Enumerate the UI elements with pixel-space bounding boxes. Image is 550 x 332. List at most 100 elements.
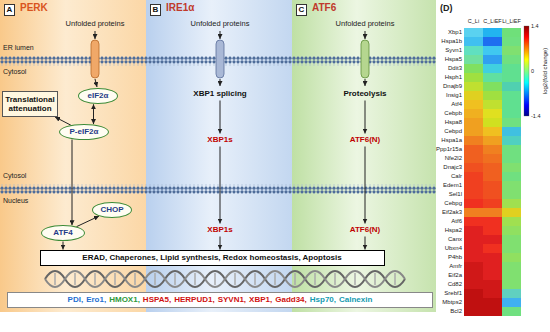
stimulus-label: Unfolded proteins [170, 20, 270, 29]
heatmap-cell [464, 289, 483, 298]
gene-label: Eif2ak3 [434, 208, 462, 217]
compartment-label: Cytosol [3, 68, 26, 75]
gene-label: Atf4 [434, 100, 462, 109]
gene-label: Syvn1 [434, 46, 462, 55]
protein-label: ATF6(N) [347, 224, 384, 236]
column-header: C_Li [462, 17, 486, 25]
gene-label: Nfe2l2 [434, 154, 462, 163]
heatmap-cell [502, 253, 521, 262]
gene-label: Hspa2 [434, 226, 462, 235]
heatmap-cell [464, 253, 483, 262]
heatmap-cell [464, 280, 483, 289]
heatmap-cell [464, 217, 483, 226]
heatmap-cell [502, 28, 521, 37]
heatmap-cell [464, 100, 483, 109]
arrow [95, 79, 97, 87]
heatmap-cell [483, 307, 502, 316]
heatmap-cell [464, 145, 483, 154]
node-text: Gadd34, [275, 295, 307, 304]
heatmap-cell [464, 28, 483, 37]
panel-letter: C [296, 4, 307, 16]
node-text: HMOX1, [109, 295, 140, 304]
heatmap-cell [483, 217, 502, 226]
heatmap-cell [483, 100, 502, 109]
node-text: ERAD, Chaperones, Lipid synthesis, Redox… [82, 253, 341, 262]
heatmap-cell [502, 271, 521, 280]
heatmap-cell [502, 109, 521, 118]
node-text: ATF4 [53, 228, 72, 237]
gene-label: Sel1l [434, 190, 462, 199]
heatmap-cell [502, 280, 521, 289]
arrow-connector [72, 140, 73, 226]
process-label: Proteolysis [340, 88, 390, 100]
node-text: XBP1, [249, 295, 272, 304]
heatmap-cell [502, 217, 521, 226]
gene-label: Cebpb [434, 109, 462, 118]
panel-heading: ATF6 [312, 2, 336, 14]
column-header: Li_LiEF [500, 17, 524, 25]
gene-label: Cd82 [434, 280, 462, 289]
heatmap-cell [502, 37, 521, 46]
heatmap-cell [483, 154, 502, 163]
heatmap-cell [483, 280, 502, 289]
heatmap-cell [464, 190, 483, 199]
node-text: CHOP [100, 205, 123, 214]
heatmap-cell [483, 109, 502, 118]
protein-label: XBP1s [204, 134, 236, 146]
heatmap-cell [483, 190, 502, 199]
heatmap-cell [483, 244, 502, 253]
gene-label: Amfr [434, 262, 462, 271]
node-text: P-eIF2α [70, 127, 99, 136]
heatmap-cell [483, 46, 502, 55]
heatmap-cell [502, 100, 521, 109]
gene-label: Hspa1b [434, 37, 462, 46]
heatmap-cell [502, 82, 521, 91]
gene-label: Hspa5 [434, 55, 462, 64]
heatmap-cell [464, 82, 483, 91]
node-text: Hsp70, [310, 295, 336, 304]
heatmap-cell [464, 307, 483, 316]
gene-label: Atf6 [434, 217, 462, 226]
node-text: ATF6(N) [350, 225, 381, 234]
node-text: A [7, 5, 13, 14]
heatmap-cell [483, 136, 502, 145]
heatmap-cell [464, 235, 483, 244]
heatmap-cell [464, 37, 483, 46]
node-text: PDI, [68, 295, 84, 304]
arrow-connector [220, 147, 221, 224]
arrow [220, 31, 221, 39]
protein-ellipse: ATF4 [41, 225, 85, 241]
panel-heading: IRE1α [166, 2, 194, 14]
node-text: eIF2α [88, 91, 109, 100]
gene-label: Hsph1 [434, 73, 462, 82]
arrow [95, 31, 96, 39]
arrow-connector [93, 104, 94, 124]
scale-label: -1.4 [531, 113, 540, 120]
heatmap-cell [502, 154, 521, 163]
heatmap-cell [502, 307, 521, 316]
arrow-connector [365, 147, 366, 224]
protein-ellipse: P-eIF2α [59, 124, 109, 140]
arrow-connector [220, 101, 221, 134]
heatmap-cell [464, 199, 483, 208]
heatmap [464, 28, 521, 316]
heatmap-cell [464, 64, 483, 73]
heatmap-cell [483, 163, 502, 172]
heatmap-cell [502, 172, 521, 181]
node-text: XBP1s [207, 225, 232, 234]
heatmap-cell [502, 127, 521, 136]
dna-strand [45, 271, 405, 287]
arrow-connector [220, 237, 221, 250]
heatmap-cell [483, 91, 502, 100]
panel-letter: A [4, 4, 15, 16]
heatmap-cell [502, 190, 521, 199]
heatmap-cell [464, 226, 483, 235]
heatmap-cell [502, 136, 521, 145]
heatmap-cell [464, 262, 483, 271]
gene-label: Calr [434, 172, 462, 181]
compartment-label: ER lumen [3, 44, 34, 51]
heatmap-cell [483, 55, 502, 64]
heatmap-cell [502, 91, 521, 100]
